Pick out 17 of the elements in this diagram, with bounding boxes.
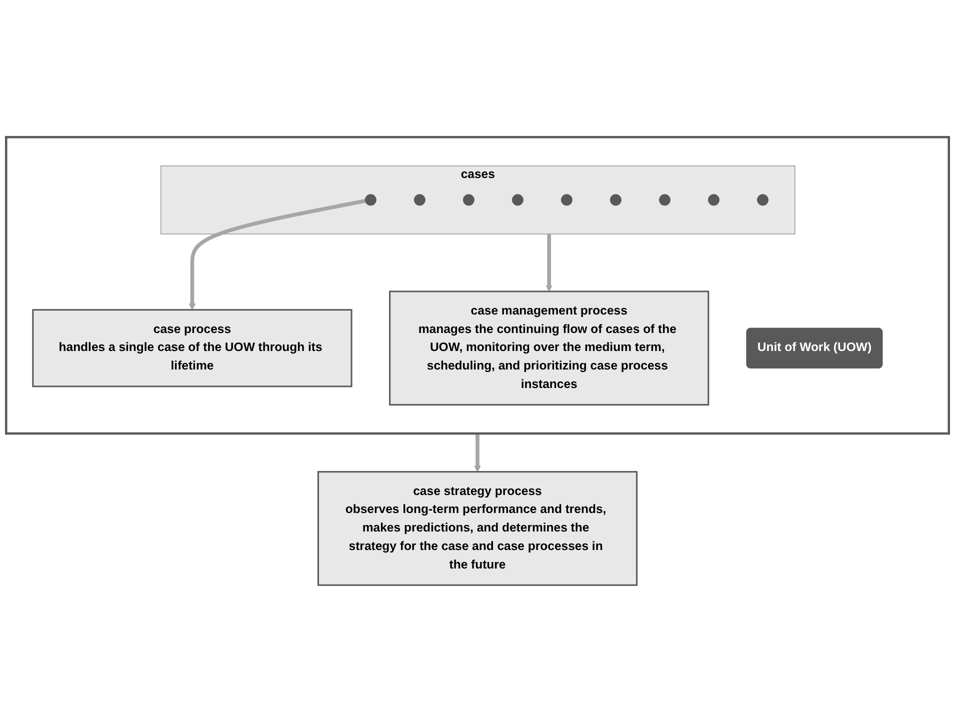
node-circle (757, 194, 769, 206)
node-circle (560, 194, 572, 206)
node-circle (364, 194, 376, 206)
node-circle (708, 194, 720, 206)
node-box: case management process manages the continuing flow of cases of the UOW, monitoring over the medium term, scheduling, and prioritizing case process instances (389, 291, 710, 406)
node-circle (512, 194, 524, 206)
node-circle (462, 194, 474, 206)
cluster (4, 136, 950, 436)
arrow (188, 199, 366, 310)
node-circle (659, 194, 670, 206)
node-box: case strategy process observes long-term performance and trends, makes predictions, and determines the strategy for the case and case processes in the future (317, 471, 638, 586)
arrow (546, 234, 552, 292)
cluster: cases (160, 166, 796, 235)
arrow (474, 434, 481, 472)
node-circle (610, 194, 622, 206)
node-circle (414, 194, 426, 206)
node-box: case process handles a single case of the UOW through its lifetime (32, 309, 352, 388)
